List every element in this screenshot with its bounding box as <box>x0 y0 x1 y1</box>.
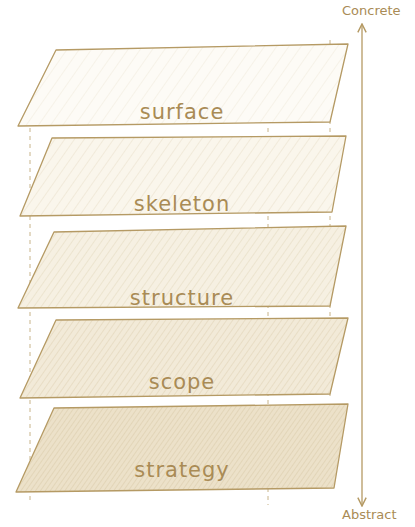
wireframe-icon <box>166 152 213 195</box>
layer-name: strategy <box>12 458 352 482</box>
layer-plane: surface <box>12 40 352 132</box>
layer-plane: scope <box>12 312 352 404</box>
plane-outline <box>12 398 352 498</box>
layer-plane: strategy <box>12 398 352 498</box>
layer-plane: structure <box>12 222 352 314</box>
structure-icon <box>168 250 211 292</box>
axis-label: Concrete <box>342 3 401 18</box>
scope-icon <box>156 344 214 370</box>
eye-icon <box>160 72 208 88</box>
axis-label: Abstract <box>342 507 397 522</box>
lightbulb-icon <box>170 418 199 456</box>
layer-plane: skeleton <box>12 130 352 222</box>
axis-arrow <box>361 24 362 506</box>
layer-name: surface <box>12 100 352 124</box>
layer-name: scope <box>12 370 352 394</box>
layer-name: structure <box>12 286 352 310</box>
layer-name: skeleton <box>12 192 352 216</box>
